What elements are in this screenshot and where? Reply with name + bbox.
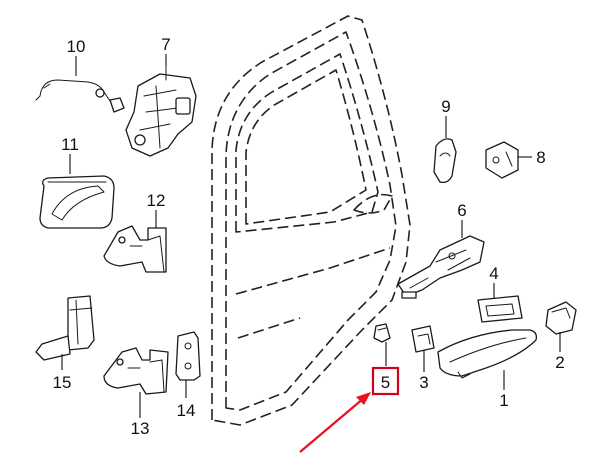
- part-14-plate: [175, 331, 201, 381]
- part-15-check-strap: [35, 295, 95, 361]
- callout-3: 3: [419, 373, 428, 392]
- callout-labels: 10 7 11 12 15 13 14 9 8 6 4 2 3 1 5: [53, 35, 565, 438]
- callout-12: 12: [147, 191, 166, 210]
- red-pointer-arrow: [299, 392, 371, 453]
- callout-5: 5: [381, 373, 390, 392]
- part-5-clip: [373, 323, 391, 343]
- part-9-cap: [433, 138, 457, 184]
- part-10-cable: [35, 79, 125, 113]
- callout-8: 8: [536, 148, 545, 167]
- callout-6: 6: [457, 201, 466, 220]
- callout-9: 9: [441, 97, 450, 116]
- part-6-handle-carrier: [397, 235, 485, 299]
- part-2-end-cap: [545, 301, 577, 335]
- callout-13: 13: [131, 419, 150, 438]
- callout-14: 14: [177, 401, 196, 420]
- callout-2: 2: [555, 353, 564, 372]
- door-outline: [211, 15, 411, 426]
- part-1-outside-handle: [437, 329, 538, 379]
- callout-1: 1: [499, 391, 508, 410]
- callout-5-highlight-box: [371, 366, 400, 396]
- part-3-bracket: [411, 325, 435, 353]
- part-12-hinge: [103, 225, 167, 273]
- part-13-lower-hinge: [103, 347, 169, 395]
- callout-11: 11: [61, 135, 79, 154]
- callout-4: 4: [489, 264, 498, 283]
- leader-lines: [61, 54, 561, 418]
- callout-7: 7: [161, 35, 170, 54]
- part-8-striker: [485, 141, 519, 179]
- callout-10: 10: [67, 37, 86, 56]
- part-4-gasket: [477, 295, 523, 323]
- part-11-inside-handle: [39, 175, 115, 229]
- part-7-latch: [125, 65, 197, 157]
- callout-15: 15: [53, 373, 72, 392]
